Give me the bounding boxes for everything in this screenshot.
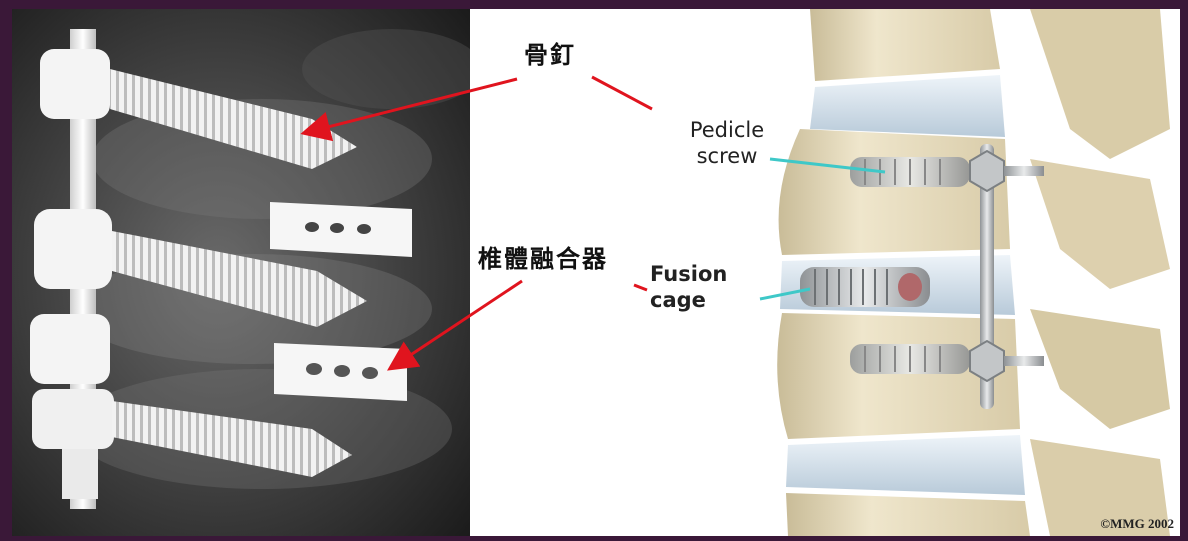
label-fusion-cage-line2: cage bbox=[650, 287, 750, 313]
vertebra-1 bbox=[810, 9, 1000, 81]
fusion-cage-implant bbox=[800, 267, 930, 307]
label-pedicle-screw-line1: Pedicle bbox=[672, 117, 782, 143]
xray-drawing bbox=[12, 9, 470, 536]
xray-cage-1 bbox=[270, 202, 412, 257]
label-pedicle-screw: Pedicle screw bbox=[672, 117, 782, 170]
vertebra-2 bbox=[779, 129, 1010, 255]
label-pedicle-screw-line2: screw bbox=[672, 143, 782, 169]
disc-3 bbox=[786, 435, 1025, 495]
vertebra-4 bbox=[786, 493, 1030, 536]
xray-image bbox=[12, 9, 470, 536]
copyright-notice: ©MMG 2002 bbox=[1100, 516, 1174, 532]
label-bone-screw: 骨釘 bbox=[524, 35, 576, 70]
posterior-elements bbox=[1030, 9, 1170, 536]
disc-1 bbox=[810, 75, 1005, 137]
pedicle-screw-upper bbox=[850, 157, 970, 187]
label-fusion-cage: Fusion cage bbox=[650, 261, 750, 314]
label-interbody-cage: 椎體融合器 bbox=[478, 239, 608, 274]
xray-cage-2 bbox=[274, 343, 407, 401]
figure-panel: 骨釘 椎體融合器 Pedicle screw Fusion cage ©MMG … bbox=[12, 9, 1180, 536]
pedicle-screw-lower bbox=[850, 344, 970, 374]
label-fusion-cage-line1: Fusion bbox=[650, 261, 750, 287]
